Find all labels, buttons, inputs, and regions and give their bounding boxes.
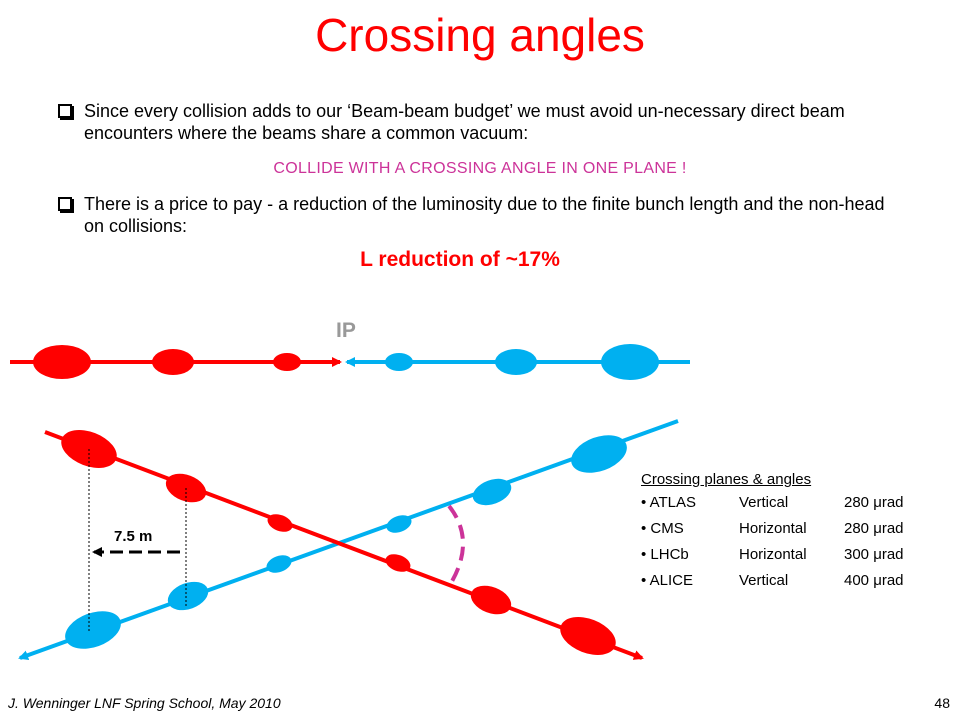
table-row: • ATLAS Vertical 280 μrad <box>641 494 904 520</box>
checkbox-bullet-icon <box>58 104 72 118</box>
blue-bunch <box>472 478 512 506</box>
head-on-blue-beam <box>345 344 690 380</box>
blue-bunch <box>385 353 413 371</box>
blue-bunch <box>65 611 121 649</box>
red-bunch <box>560 617 616 655</box>
crossing-angle: 280 μrad <box>844 494 904 511</box>
red-bunch <box>273 353 301 371</box>
experiment-name: • ALICE <box>641 572 693 589</box>
table-row: • CMS Horizontal 280 μrad <box>641 520 904 546</box>
experiment-name: • CMS <box>641 520 684 537</box>
blue-bunch <box>571 435 627 473</box>
crossing-blue-beam <box>18 419 679 660</box>
crossing-plane: Horizontal <box>739 520 807 537</box>
bullet-price-to-pay: There is a price to pay - a reduction of… <box>58 193 908 237</box>
collide-statement: COLLIDE WITH A CROSSING ANGLE IN ONE PLA… <box>273 160 687 177</box>
crossing-angle: 280 μrad <box>844 520 904 537</box>
red-bunch <box>152 349 194 375</box>
experiment-name: • LHCb <box>641 546 689 563</box>
table-row: • ALICE Vertical 400 μrad <box>641 572 904 598</box>
footer-author: J. Wenninger LNF Spring School, May 2010 <box>8 695 281 711</box>
luminosity-reduction: L reduction of ~17% <box>360 248 560 271</box>
crossing-plane: Vertical <box>739 572 789 589</box>
distance-label: 7.5 m <box>114 528 153 545</box>
blue-bunch <box>167 581 209 611</box>
blue-bunch <box>266 555 292 573</box>
crossing-angle: 400 μrad <box>844 572 904 589</box>
page-number: 48 <box>934 695 950 711</box>
checkbox-bullet-icon <box>58 197 72 211</box>
bullet-beam-beam-budget: Since every collision adds to our ‘Beam-… <box>58 100 908 144</box>
experiment-name: • ATLAS <box>641 494 696 511</box>
crossing-angle-arc <box>447 504 465 585</box>
blue-bunch <box>495 349 537 375</box>
table-header: Crossing planes & angles <box>641 471 812 488</box>
crossing-plane: Horizontal <box>739 546 807 563</box>
slide-title: Crossing angles <box>315 9 645 61</box>
blue-bunch <box>386 515 412 533</box>
red-bunch <box>385 554 411 572</box>
ip-label: IP <box>336 319 356 342</box>
head-on-red-beam <box>10 345 342 379</box>
crossing-plane: Vertical <box>739 494 789 511</box>
red-bunch <box>33 345 91 379</box>
red-bunch <box>470 585 512 615</box>
bullet-text: There is a price to pay - a reduction of… <box>84 194 885 236</box>
table-row: • LHCb Horizontal 300 μrad <box>641 546 904 572</box>
red-bunch <box>267 514 293 532</box>
crossing-planes-table: Crossing planes & angles • ATLAS Vertica… <box>641 471 904 598</box>
bullet-text: Since every collision adds to our ‘Beam-… <box>84 101 845 143</box>
crossing-angle: 300 μrad <box>844 546 904 563</box>
blue-bunch <box>601 344 659 380</box>
